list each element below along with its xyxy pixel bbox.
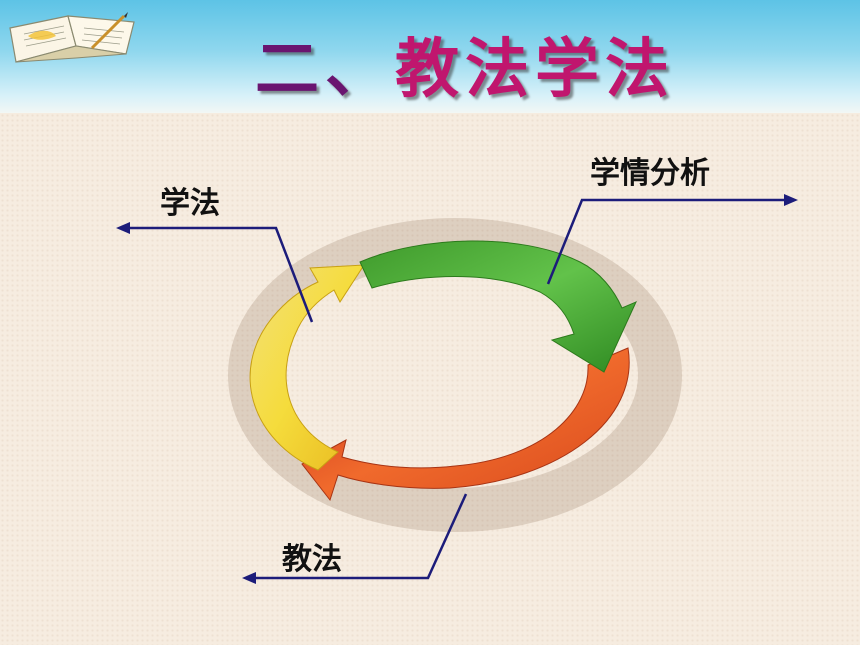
label-learning-analysis: 学情分析 — [590, 156, 710, 191]
leader-line-study-method — [124, 226, 314, 323]
content-area — [0, 113, 860, 645]
leader-line-learning-analysis — [546, 198, 788, 285]
arrowhead-right-icon — [784, 194, 798, 206]
label-study-method: 学法 — [160, 186, 220, 221]
title-main: 教法学法 — [395, 33, 675, 107]
label-teaching-method: 教法 — [282, 542, 342, 577]
header-band — [0, 0, 860, 113]
arrow-learning-analysis — [359, 240, 637, 373]
arrow-teaching-method — [301, 347, 630, 502]
slide-title: 二、教法学法 — [255, 30, 675, 120]
leader-line-teaching-method — [252, 493, 468, 580]
open-book-icon — [9, 12, 135, 63]
arrowhead-left-icon — [242, 572, 256, 584]
arrow-study-method — [249, 264, 365, 471]
arrowhead-left-icon — [116, 222, 130, 234]
title-prefix: 二、 — [255, 33, 395, 107]
